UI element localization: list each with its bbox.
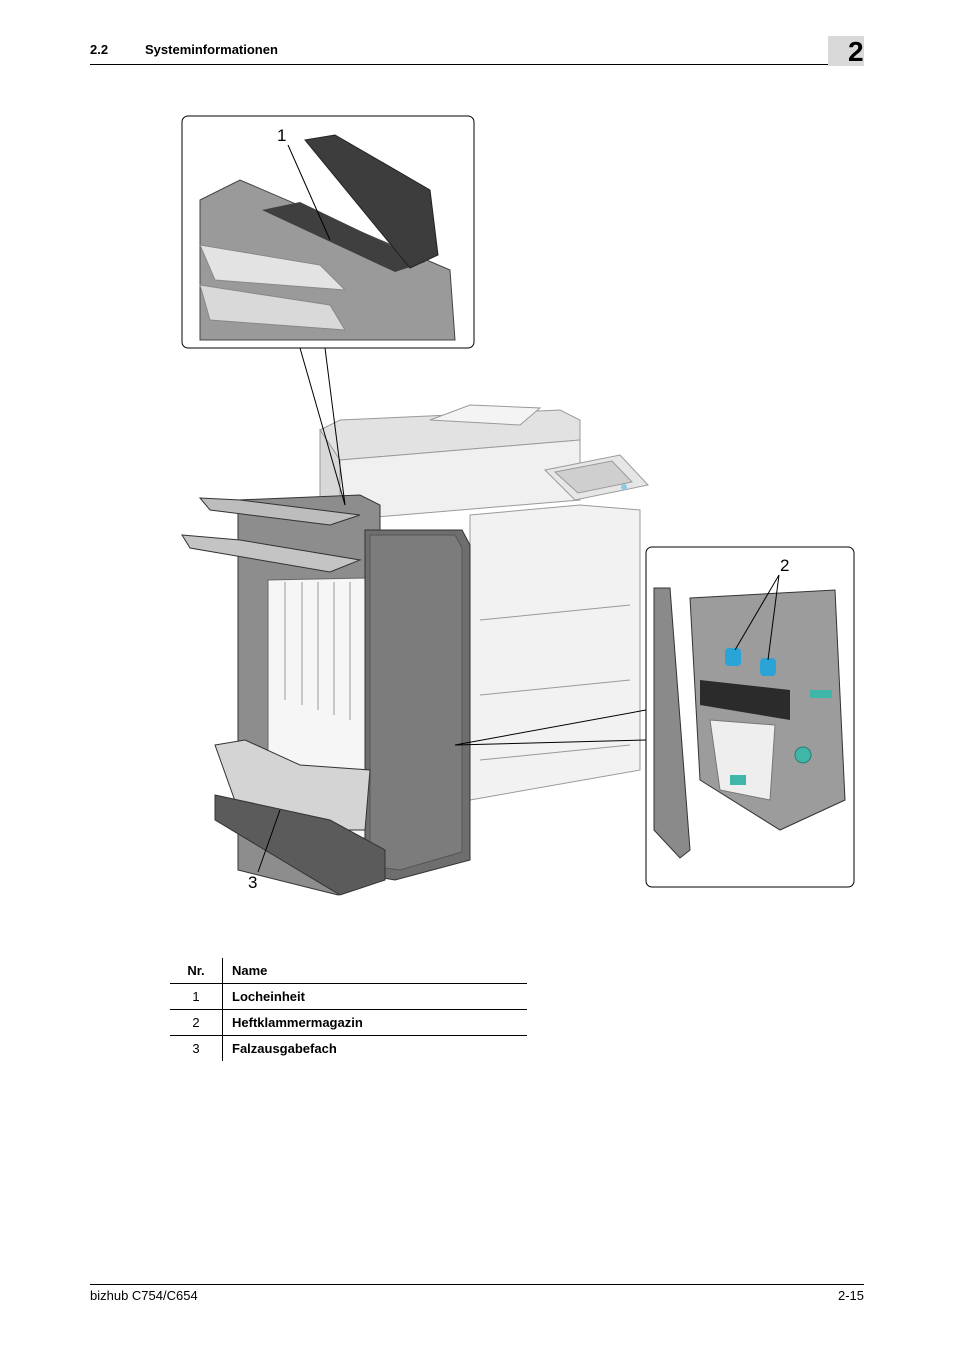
leader-lines bbox=[257, 347, 647, 873]
parts-table: Nr. Name 1 Locheinheit 2 Heftklammermaga… bbox=[170, 958, 527, 1061]
inset-punch-unit bbox=[181, 115, 475, 349]
callout-3: 3 bbox=[248, 873, 257, 892]
table-header-row: Nr. Name bbox=[170, 958, 527, 984]
table-row: 1 Locheinheit bbox=[170, 983, 527, 1010]
copier-body bbox=[319, 404, 649, 801]
inset-staple-unit bbox=[645, 546, 855, 888]
cell-nr: 2 bbox=[170, 1009, 223, 1036]
section-number: 2.2 bbox=[90, 42, 109, 57]
chapter-tab bbox=[828, 36, 864, 66]
staple-cartridge-right bbox=[760, 658, 776, 676]
section-title: Systeminformationen bbox=[145, 42, 278, 57]
cell-nr: 1 bbox=[170, 983, 223, 1010]
header-rule bbox=[90, 64, 864, 65]
callout-2: 2 bbox=[780, 556, 789, 575]
callout-1: 1 bbox=[277, 126, 286, 145]
col-header-nr: Nr. bbox=[170, 958, 223, 984]
cell-nr: 3 bbox=[170, 1035, 223, 1061]
table-row: 2 Heftklammermagazin bbox=[170, 1009, 527, 1036]
footer-page-number: 2-15 bbox=[837, 1288, 864, 1303]
printer-figure: 1 2 3 bbox=[181, 115, 855, 896]
finisher-unit bbox=[181, 494, 471, 896]
cell-name: Locheinheit bbox=[222, 983, 527, 1010]
cell-name: Falzausgabefach bbox=[232, 1041, 337, 1056]
table-row: 3 Falzausgabefach bbox=[170, 1035, 527, 1061]
col-header-name: Name bbox=[222, 958, 527, 984]
staple-cartridge-left bbox=[725, 648, 741, 666]
footer-rule bbox=[90, 1284, 864, 1285]
chapter-number: 2 bbox=[848, 36, 864, 67]
footer-product: bizhub C754/C654 bbox=[90, 1288, 198, 1303]
cell-name: Heftklammermagazin bbox=[222, 1009, 527, 1036]
